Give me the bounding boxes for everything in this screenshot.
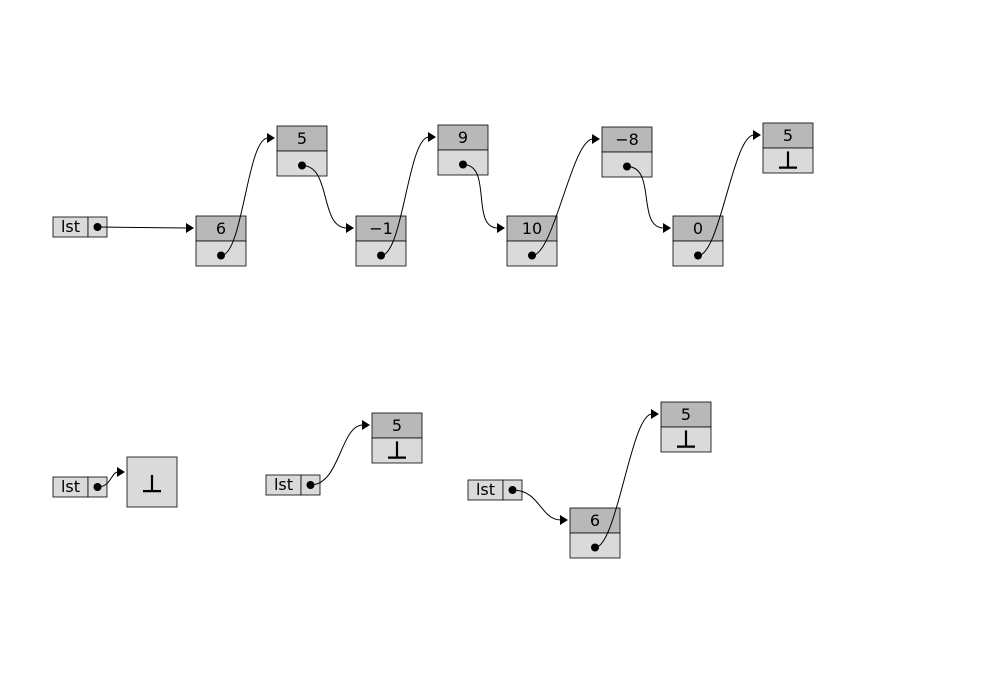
list-diagram: lst 5 xyxy=(265,412,423,496)
node-value: 5 xyxy=(297,129,307,148)
list-diagram: lst xyxy=(52,456,178,508)
list-diagram: lst 6 5 −1 9 10 −8 0 5 xyxy=(52,122,814,267)
value-cell xyxy=(569,507,621,534)
node-value: 10 xyxy=(522,219,542,238)
list-node: 5 xyxy=(660,401,712,453)
variable-box: lst xyxy=(52,476,108,498)
pointer-arrow xyxy=(697,130,761,256)
pointer-arrow xyxy=(626,166,671,233)
list-node: 6 xyxy=(195,215,247,267)
value-cell xyxy=(762,122,814,149)
next-cell xyxy=(276,150,328,177)
node-value: 5 xyxy=(681,405,691,424)
pointer-arrow xyxy=(97,467,125,488)
list-node: 6 xyxy=(569,507,621,559)
variable-name: lst xyxy=(61,477,80,496)
pointer-arrow xyxy=(462,164,505,233)
list-node: −1 xyxy=(355,215,407,267)
pointer-arrow xyxy=(310,420,370,486)
list-node: 9 xyxy=(437,124,489,176)
pointer-arrow xyxy=(220,133,275,256)
list-diagram: lst 6 5 xyxy=(467,401,712,559)
list-node: 5 xyxy=(371,412,423,464)
list-node: 10 xyxy=(506,215,558,267)
list-node: 5 xyxy=(276,125,328,177)
node-value: 5 xyxy=(783,126,793,145)
list-node: 5 xyxy=(762,122,814,174)
node-value: 6 xyxy=(216,219,226,238)
pointer-arrow xyxy=(531,134,600,256)
value-cell xyxy=(660,401,712,428)
node-value: 0 xyxy=(693,219,703,238)
pointer-arrow xyxy=(380,132,436,256)
list-node xyxy=(126,456,178,508)
node-value: 9 xyxy=(458,128,468,147)
node-value: 6 xyxy=(590,511,600,530)
value-cell xyxy=(437,124,489,151)
list-node: 0 xyxy=(672,215,724,267)
node-value: 5 xyxy=(392,416,402,435)
list-node: −8 xyxy=(601,126,653,178)
variable-name: lst xyxy=(274,475,293,494)
pointer-arrow xyxy=(512,489,568,525)
pointer-arrow xyxy=(301,165,354,233)
variable-name: lst xyxy=(476,480,495,499)
node-value: −8 xyxy=(615,130,639,149)
node-value: −1 xyxy=(369,219,393,238)
value-cell xyxy=(672,215,724,242)
variable-name: lst xyxy=(61,217,80,236)
pointer-arrow xyxy=(97,223,194,233)
value-cell xyxy=(601,126,653,153)
value-cell xyxy=(371,412,423,439)
pointer-arrow xyxy=(594,409,659,548)
